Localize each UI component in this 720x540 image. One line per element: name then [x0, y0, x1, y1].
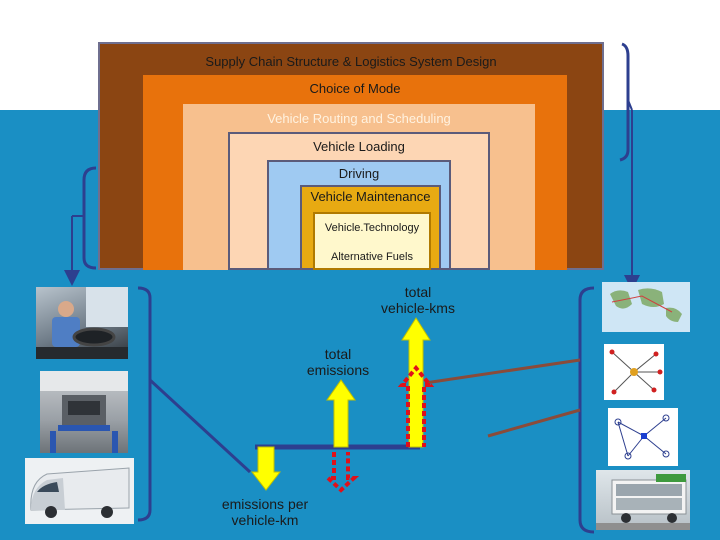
layer-label-vehicle-routing: Vehicle Routing and Scheduling [267, 111, 451, 126]
maintenance-image-icon [40, 371, 128, 453]
route-graph-icon [614, 414, 670, 460]
world-map-image [602, 282, 690, 332]
loaded-truck-photo [596, 470, 690, 530]
right-connector-line [627, 99, 633, 111]
layer-label-vehicle-technology: Vehicle.Technology [324, 222, 420, 234]
layer-label-vehicle-loading: Vehicle Loading [313, 139, 405, 154]
left-to-emissions-line [148, 378, 252, 474]
right-top-bracket [619, 42, 630, 162]
total-vehicle-kms-line-2: vehicle-kms [381, 300, 455, 316]
right-photo-bracket [578, 286, 595, 534]
network-map-image [604, 344, 664, 400]
red-dashed-up-arrow [397, 364, 435, 447]
layer-label-vehicle-maintenance: Vehicle Maintenance [310, 189, 431, 204]
emissions-per-vkm-down-arrow [250, 446, 282, 491]
total-vehicle-kms-line-1: total [404, 284, 432, 300]
left-top-bracket [82, 166, 97, 270]
layer-label-choice-of-mode: Choice of Mode [309, 81, 401, 96]
emissions-per-vkm-line-2: vehicle-km [231, 512, 299, 528]
emissions-per-vehicle-km-label: emissions per vehicle-km [210, 496, 320, 528]
layer-label-driving: Driving [338, 166, 380, 181]
total-emissions-line-2: emissions [306, 362, 370, 378]
emissions-per-vkm-line-1: emissions per [221, 496, 309, 512]
layer-label-alternative-fuels: Alternative Fuels [331, 251, 413, 263]
right-to-vkm-line [424, 358, 581, 385]
emissions-up-arrow [326, 379, 356, 448]
loaded-truck-icon [596, 474, 690, 530]
total-emissions-line-1: total [324, 346, 352, 362]
driver-image-icon [36, 287, 128, 359]
total-vehicle-kms-label: total vehicle-kms [373, 284, 463, 316]
world-map-icon [602, 282, 690, 332]
maintenance-photo [40, 371, 128, 453]
aero-truck-icon [30, 467, 130, 518]
truck-photo [25, 458, 134, 524]
layer-vehicle-technology: Vehicle.Technology Alternative Fuels [313, 212, 431, 270]
right-to-vkm-line-2 [487, 408, 581, 438]
total-emissions-label: total emissions [293, 346, 383, 378]
network-map-icon [609, 349, 663, 395]
layer-label-supply-chain: Supply Chain Structure & Logistics Syste… [205, 54, 497, 69]
left-photo-bracket [137, 286, 152, 522]
driver-photo [36, 287, 128, 359]
route-graph-image [608, 408, 678, 466]
red-dashed-down-arrow [322, 452, 360, 493]
